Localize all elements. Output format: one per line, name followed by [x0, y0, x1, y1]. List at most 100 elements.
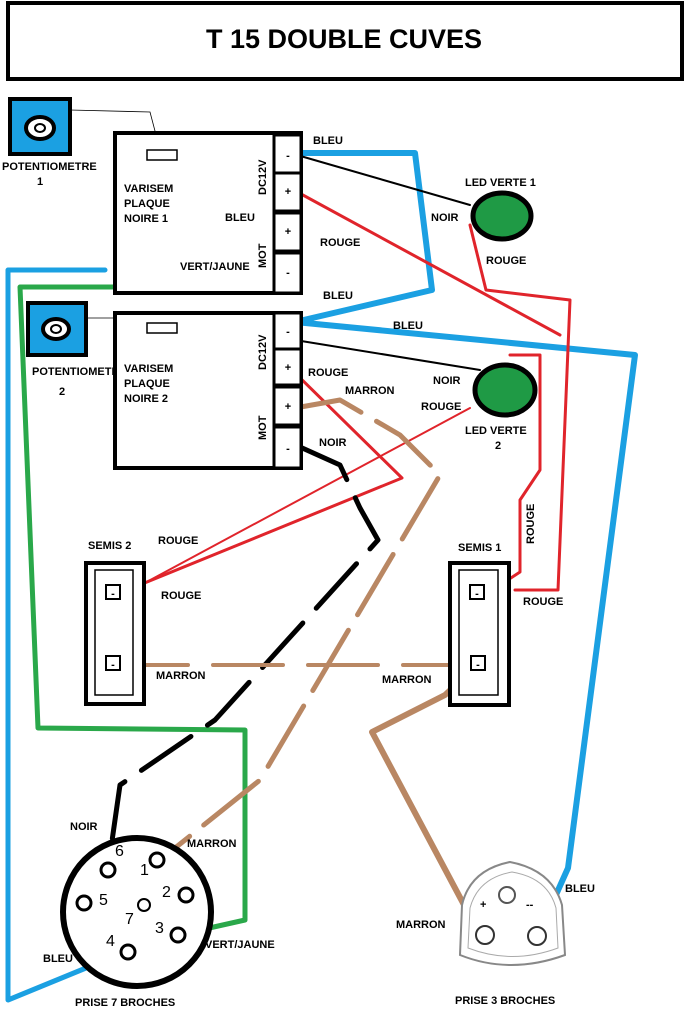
led-2-number: 2 — [495, 440, 501, 452]
label-rouge: ROUGE — [421, 401, 461, 413]
potentiometer-2-number: 2 — [59, 386, 65, 398]
varisem-2-line2: PLAQUE — [124, 378, 170, 390]
label-vert-jaune: VERT/JAUNE — [205, 939, 275, 951]
terminal-plus: + — [285, 401, 291, 413]
varisem-2-mot-label: MOT — [257, 415, 269, 440]
label-bleu: BLEU — [323, 290, 353, 302]
connector-3-pin-icon — [458, 860, 567, 966]
semis-1: - - SEMIS 1 — [448, 542, 511, 707]
terminal-minus: - — [286, 326, 290, 338]
label-rouge: ROUGE — [161, 590, 201, 602]
label-bleu: BLEU — [225, 212, 255, 224]
varisem-1-line1: VARISEM — [124, 183, 173, 195]
semis-2-label: SEMIS 2 — [88, 540, 131, 552]
label-marron: MARRON — [345, 385, 395, 397]
label-noir: NOIR — [70, 821, 98, 833]
potentiometer-1: POTENTIOMETRE 1 — [2, 97, 161, 188]
potentiometer-2-label: POTENTIOMETRE — [32, 366, 127, 378]
connector-icon — [146, 149, 178, 161]
terminal-minus: - — [111, 588, 115, 600]
semis-2: - - SEMIS 2 — [84, 540, 146, 706]
terminal-plus: + — [285, 186, 291, 198]
label-rouge: ROUGE — [320, 237, 360, 249]
terminal-minus: - — [476, 659, 480, 671]
pin-6-number: 6 — [115, 843, 124, 860]
terminal-minus: - — [286, 267, 290, 279]
prise-7-broches: 1 2 3 4 5 6 7 PRISE 7 BROCHES — [60, 835, 214, 1009]
pin-2-number: 2 — [162, 884, 171, 901]
varisem-2: - + + - DC12V MOT VARISEM PLAQUE NOIRE 2 — [113, 311, 303, 470]
pin-7 — [137, 898, 151, 912]
varisem-1-line2: PLAQUE — [124, 198, 170, 210]
label-marron: MARRON — [156, 670, 206, 682]
label-bleu: BLEU — [313, 135, 343, 147]
label-noir: NOIR — [433, 375, 461, 387]
pin-5 — [75, 894, 93, 912]
wire-rouge-dc1-plus — [288, 186, 562, 337]
led-verte-1: LED VERTE 1 — [465, 177, 536, 242]
varisem-2-dc-label: DC12V — [257, 334, 269, 370]
semis-1-terminal-minus — [469, 584, 485, 600]
led-icon — [470, 190, 534, 242]
connector-icon — [146, 322, 178, 334]
terminal-minus: - — [286, 443, 290, 455]
prise-3-broches: + -- PRISE 3 BROCHES — [455, 860, 567, 1007]
prise-3-minus: -- — [526, 899, 534, 911]
wire-noir-led1 — [289, 152, 471, 206]
pin-1 — [148, 851, 166, 869]
pin-3-number: 3 — [155, 920, 164, 937]
led-2-label: LED VERTE — [465, 425, 527, 437]
varisem-1: - + + - DC12V MOT VARISEM PLAQUE NOIRE 1 — [113, 131, 303, 295]
terminal-minus: - — [475, 588, 479, 600]
varisem-2-box — [113, 311, 303, 470]
potentiometer-icon — [26, 301, 88, 357]
label-marron: MARRON — [187, 838, 237, 850]
label-rouge: ROUGE — [525, 504, 537, 544]
varisem-2-line1: VARISEM — [124, 363, 173, 375]
potentiometer-1-number: 1 — [37, 176, 43, 188]
terminal-plus: + — [285, 362, 291, 374]
wire-rouge-semis1 — [483, 353, 542, 597]
varisem-1-mot-label: MOT — [257, 243, 269, 268]
label-bleu: BLEU — [565, 883, 595, 895]
terminal-plus: + — [285, 226, 291, 238]
pin-1-number: 1 — [140, 862, 149, 879]
wire-labels: BLEU BLEU BLEU BLEU BLEU BLEU NOIR NOIR … — [43, 135, 595, 965]
label-noir: NOIR — [431, 212, 459, 224]
prise-3-plus: + — [480, 899, 486, 911]
semis-2-terminal-minus — [105, 655, 121, 671]
pin-6 — [99, 861, 117, 879]
label-rouge: ROUGE — [523, 596, 563, 608]
semis-1-label: SEMIS 1 — [458, 542, 501, 554]
wire-vert-to-prise7 — [17, 284, 248, 938]
pin-4-number: 4 — [106, 933, 115, 950]
pin-5-number: 5 — [99, 892, 108, 909]
varisem-1-line3: NOIRE 1 — [124, 213, 168, 225]
diagram-title: T 15 DOUBLE CUVES — [206, 24, 482, 54]
wires — [5, 150, 638, 1003]
pin-7-number: 7 — [125, 911, 134, 928]
wire-rouge-led2 — [127, 407, 471, 593]
pin-minus — [527, 926, 547, 946]
label-bleu: BLEU — [43, 953, 73, 965]
wire-marron-mot2 — [157, 397, 443, 863]
pin-4 — [119, 943, 137, 961]
label-bleu: BLEU — [393, 320, 423, 332]
label-marron: MARRON — [396, 919, 446, 931]
led-verte-2: LED VERTE 2 — [465, 362, 538, 452]
pin-ground — [498, 886, 516, 904]
semis-1-terminal-minus — [470, 655, 486, 671]
potentiometer-1-label: POTENTIOMETRE — [2, 161, 97, 173]
label-noir: NOIR — [319, 437, 347, 449]
prise-7-label: PRISE 7 BROCHES — [75, 997, 175, 1009]
wire-bleu-left-return — [5, 267, 128, 1003]
title-box — [6, 1, 684, 81]
wire-rouge-led1 — [468, 223, 572, 592]
label-rouge: ROUGE — [486, 255, 526, 267]
prise-3-label: PRISE 3 BROCHES — [455, 995, 555, 1007]
label-vert-jaune: VERT/JAUNE — [180, 261, 250, 273]
pin-2 — [177, 886, 195, 904]
label-rouge: ROUGE — [158, 535, 198, 547]
pin-3 — [169, 926, 187, 944]
